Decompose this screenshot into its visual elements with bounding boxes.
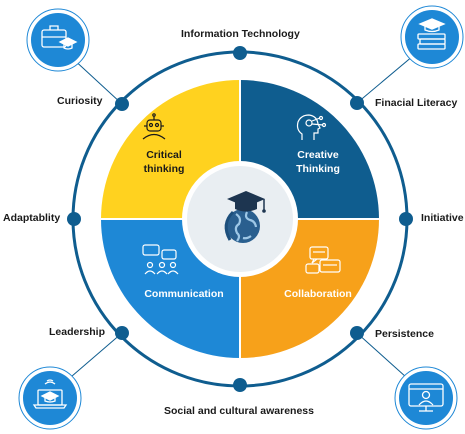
graduation-globe-icon — [224, 191, 266, 243]
quadrant-label-line: Thinking — [296, 163, 340, 175]
briefcase-cap-icon — [41, 25, 78, 50]
books-cap-icon — [417, 18, 446, 50]
corner-badge-top-right — [400, 5, 464, 69]
ring-dot-lower-left — [115, 326, 129, 340]
monitor-person-icon — [408, 383, 444, 412]
speech-bubbles-icon — [305, 246, 341, 274]
corner-badge-top-left — [26, 8, 90, 72]
head-gears-icon — [296, 114, 327, 140]
chat-people-icon — [142, 244, 179, 275]
ring-dot-right — [399, 212, 413, 226]
label-social-cultural-awareness: Social and cultural awareness — [164, 405, 314, 417]
label-information-technology: Information Technology — [181, 28, 300, 40]
label-curiosity: Curiosity — [57, 95, 103, 107]
quadrant-label-critical-thinking: Critical thinking — [132, 148, 196, 176]
label-adaptability: Adaptablity — [3, 212, 61, 224]
quadrant-label-line: Creative — [297, 149, 339, 161]
quadrant-label-communication: Communication — [132, 287, 236, 301]
label-initiative: Initiative — [421, 212, 464, 224]
quadrant-label-line: Communication — [144, 288, 224, 300]
ring-dot-upper-left — [115, 97, 129, 111]
label-persistence: Persistence — [375, 328, 434, 340]
ring-dot-left — [67, 212, 81, 226]
ring-dot-top — [233, 46, 247, 60]
quadrant-label-line: Collaboration — [284, 288, 352, 300]
ring-dot-bottom — [233, 378, 247, 392]
ring-dot-lower-right — [350, 326, 364, 340]
quadrant-label-collaboration: Collaboration — [276, 287, 360, 301]
label-financial-literacy: Finacial Literacy — [375, 97, 458, 109]
laptop-cap-icon — [32, 379, 68, 409]
quadrant-label-line: thinking — [143, 163, 185, 175]
ring-dot-upper-right — [350, 96, 364, 110]
quadrant-label-creative-thinking: Creative Thinking — [286, 148, 350, 176]
label-leadership: Leadership — [49, 326, 106, 338]
robot-head-icon — [142, 113, 166, 140]
quadrant-label-line: Critical — [146, 149, 182, 161]
